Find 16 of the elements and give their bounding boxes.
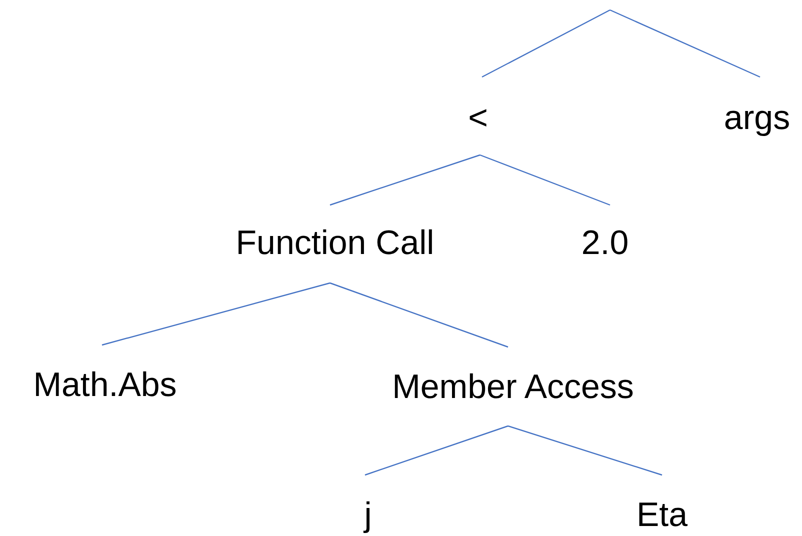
tree-node-label: j bbox=[364, 495, 372, 535]
tree-branch-line bbox=[610, 9, 760, 78]
tree-node-label: 2.0 bbox=[581, 223, 629, 263]
tree-node-label: Function Call bbox=[236, 223, 434, 263]
tree-branch-line bbox=[482, 9, 610, 78]
tree-branch-line bbox=[330, 282, 508, 348]
tree-branch-line bbox=[364, 425, 508, 476]
tree-branch-line bbox=[102, 282, 330, 346]
tree-node-label: Member Access bbox=[392, 367, 634, 407]
tree-node-label: Math.Abs bbox=[33, 365, 177, 405]
tree-branch-line bbox=[508, 425, 662, 476]
tree-node-label: args bbox=[724, 98, 790, 138]
tree-node-label: Eta bbox=[636, 495, 688, 535]
tree-node-label: < bbox=[468, 98, 488, 138]
tree-branch-line bbox=[480, 154, 610, 206]
tree-branch-line bbox=[330, 154, 480, 206]
